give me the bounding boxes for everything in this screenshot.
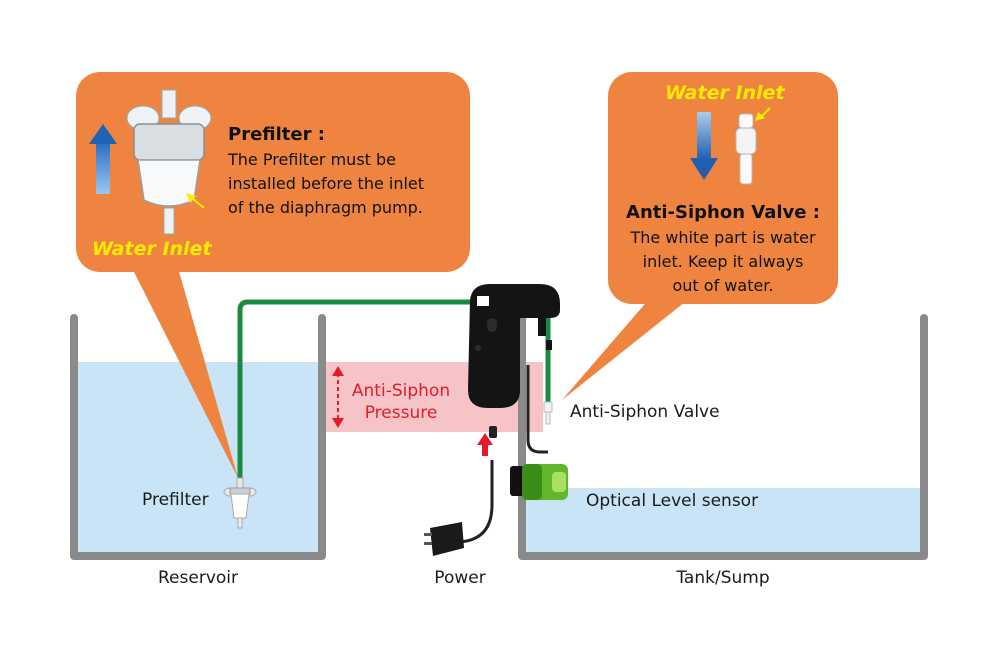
valve-callout-line-2: inlet. Keep it always [642, 252, 804, 271]
reservoir-walls [70, 314, 326, 560]
optical-sensor-label: Optical Level sensor [586, 491, 759, 511]
optical-level-sensor [510, 464, 568, 500]
valve-callout-line-3: out of water. [672, 276, 774, 295]
anti-siphon-valve [543, 401, 553, 425]
anti-siphon-valve-label: Anti-Siphon Valve [570, 402, 720, 422]
pressure-label-line-1: Anti-Siphon [351, 381, 451, 401]
prefilter-small [223, 477, 257, 529]
prefilter-water-inlet-label: Water Inlet [92, 238, 212, 260]
arrow-up-icon [89, 124, 117, 194]
valve-callout-title: Anti-Siphon Valve : [626, 202, 820, 223]
valve-callout [562, 72, 838, 400]
reservoir-label: Reservoir [158, 568, 238, 588]
tank-water [525, 488, 922, 554]
valve-callout-line-1: The white part is water [630, 228, 816, 247]
prefilter-callout-line-3: of the diaphragm pump. [228, 198, 423, 217]
power-arrow-icon [477, 433, 493, 456]
sensor-cable [526, 365, 548, 454]
intake-tube [237, 299, 487, 488]
power-adapter [424, 522, 464, 556]
tank-label: Tank/Sump [676, 568, 770, 588]
prefilter-large-icon [126, 89, 212, 235]
power-label: Power [434, 568, 486, 588]
diaphragm-pump [468, 284, 560, 408]
power-cord [458, 460, 494, 544]
pressure-label-line-2: Pressure [364, 403, 438, 423]
prefilter-label: Prefilter [142, 490, 209, 510]
tank-walls [518, 314, 928, 560]
arrow-down-icon [690, 112, 718, 180]
pressure-arrow-icon [332, 366, 344, 428]
prefilter-callout-line-2: installed before the inlet [228, 174, 425, 193]
valve-water-inlet-label: Water Inlet [665, 82, 785, 104]
prefilter-callout-line-1: The Prefilter must be [228, 150, 397, 169]
valve-large-icon [735, 107, 771, 185]
prefilter-callout-title: Prefilter : [228, 124, 325, 145]
